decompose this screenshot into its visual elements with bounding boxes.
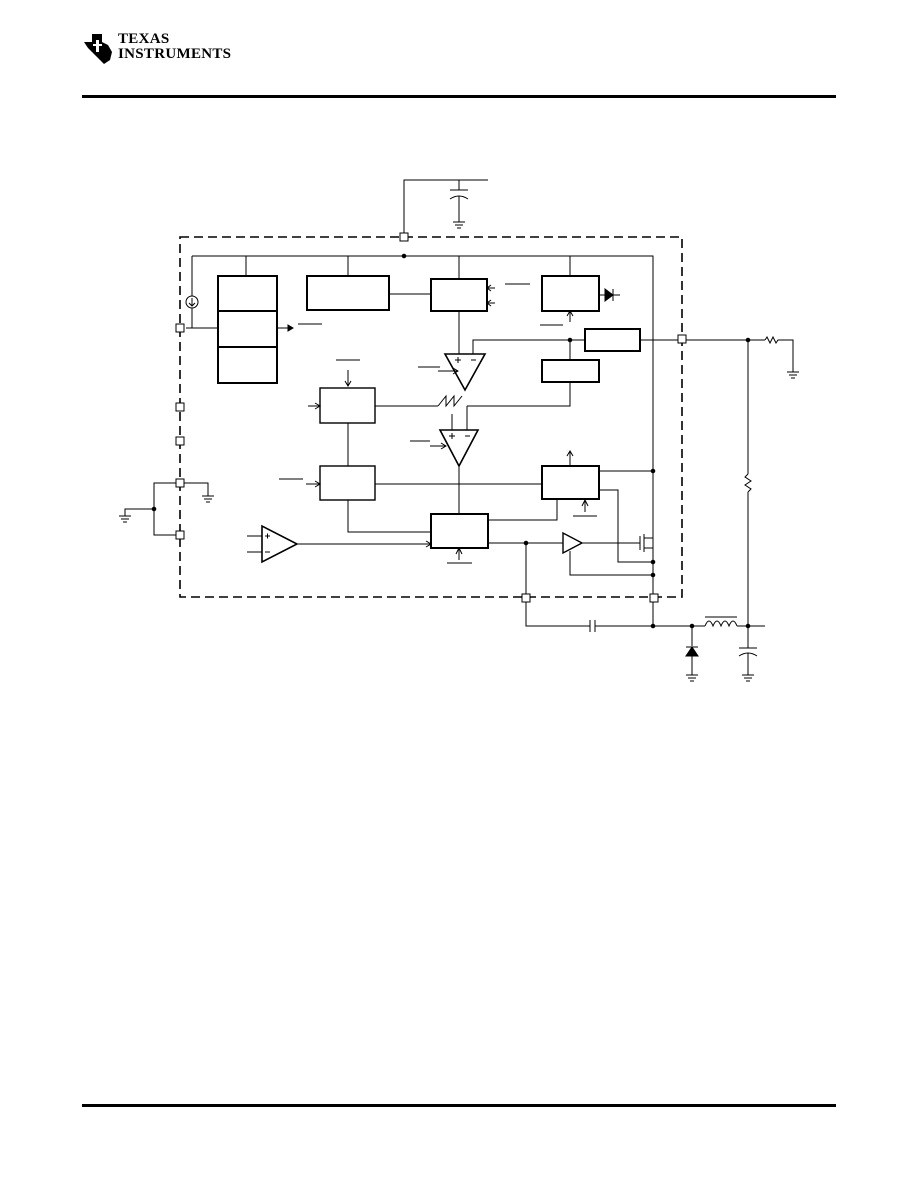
block-left-3: [217, 346, 278, 384]
diode-icon: [604, 288, 614, 302]
brand-line-2: INSTRUMENTS: [118, 46, 232, 62]
header-rule: [82, 95, 836, 98]
block-left-2: [217, 310, 278, 348]
pin-left-5: [175, 530, 185, 540]
block-mid-right: [541, 359, 600, 383]
chip-boundary: [179, 236, 683, 598]
block-right-lower: [541, 465, 600, 500]
brand-name: TEXAS INSTRUMENTS: [118, 32, 231, 62]
pin-bottom-boot: [521, 593, 531, 603]
block-left-1: [217, 275, 278, 312]
texas-instruments-logo-icon: [84, 34, 112, 64]
block-driver: [430, 513, 489, 549]
buffer-amplifier: [562, 531, 584, 555]
resistor-top-icon: [764, 335, 794, 372]
comparator-1: [443, 353, 487, 392]
block-top-center: [430, 278, 488, 312]
block-oscillator: [319, 387, 376, 424]
input-cap-wire: [403, 179, 488, 237]
brand-line-1: TEXAS: [118, 31, 170, 47]
catch-diode-icon: [685, 646, 699, 657]
block-logic: [319, 465, 376, 501]
pin-left-2: [175, 402, 185, 412]
pin-left-4: [175, 478, 185, 488]
block-top-right: [541, 275, 600, 312]
boot-capacitor-icon: [589, 620, 596, 632]
inductor-icon: [704, 620, 738, 628]
ramp-icon: [437, 394, 463, 408]
pin-left-3: [175, 436, 185, 446]
resistor-divider-icon: [744, 473, 752, 493]
pin-top-vin: [399, 232, 409, 242]
opamp-left: [261, 524, 299, 564]
comparator-2: [438, 429, 480, 468]
pin-left-1: [175, 323, 185, 333]
supply-rail: [192, 255, 654, 598]
block-right-output: [584, 328, 641, 352]
pin-bottom-ph: [649, 593, 659, 603]
pin-right-output: [677, 334, 687, 344]
block-top-wide: [306, 275, 390, 311]
mosfet-icon: [639, 471, 654, 598]
footer-rule: [82, 1104, 836, 1107]
